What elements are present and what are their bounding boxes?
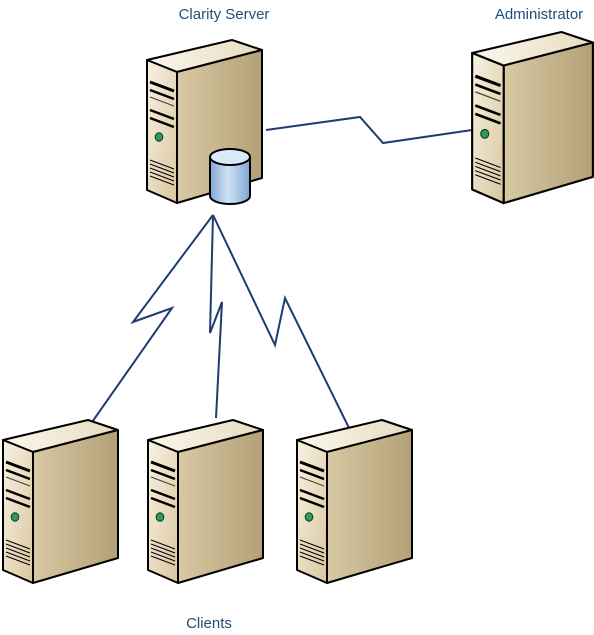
- connection-links: [89, 115, 473, 431]
- link-server-client-2: [209, 214, 223, 419]
- database-cylinder-icon: [209, 148, 251, 205]
- link-server-admin: [265, 115, 473, 145]
- server-tower-icon: [1, 418, 120, 585]
- server-label: Clarity Server: [179, 6, 270, 23]
- client-node-2[interactable]: [146, 418, 265, 585]
- client-node-3[interactable]: [295, 418, 414, 585]
- administrator-node[interactable]: Administrator: [470, 6, 594, 205]
- admin-label: Administrator: [495, 6, 583, 23]
- link-server-client-3: [212, 214, 351, 431]
- server-tower-icon: [470, 30, 594, 205]
- link-server-client-1: [89, 214, 214, 426]
- client-node-1[interactable]: [1, 418, 120, 585]
- clarity-server[interactable]: Clarity Server: [145, 6, 270, 205]
- server-tower-icon: [295, 418, 414, 585]
- server-tower-icon: [146, 418, 265, 585]
- clients-group: Clients: [1, 418, 414, 632]
- clients-label: Clients: [186, 615, 232, 632]
